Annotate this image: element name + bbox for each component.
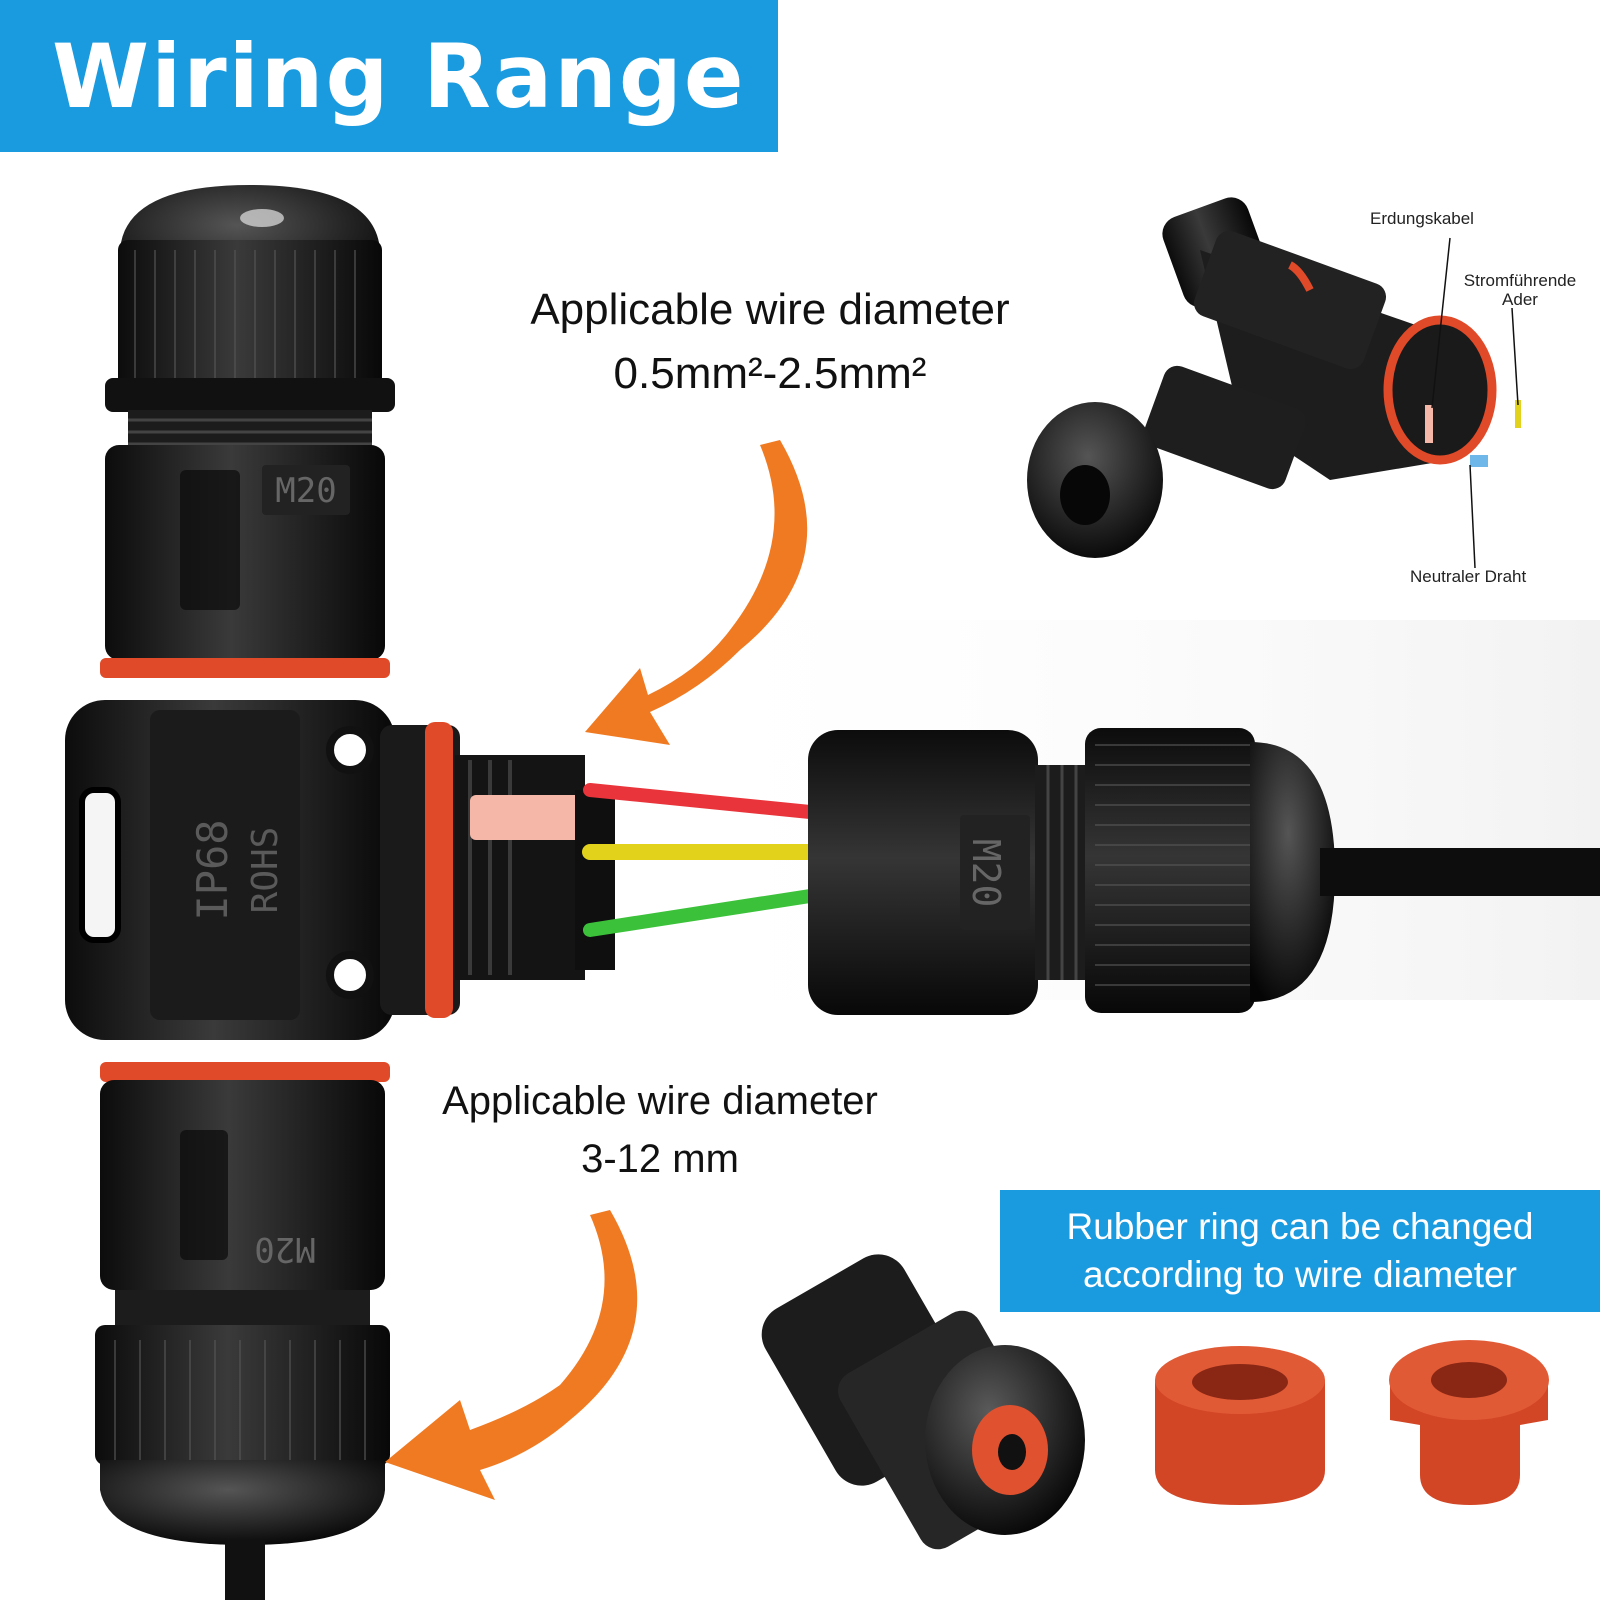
marking-rohs: ROHS — [245, 827, 286, 914]
rubber-ring-note: Rubber ring can be changed according to … — [1000, 1190, 1600, 1312]
wiring-diagram — [1027, 197, 1521, 569]
label-neutral: Neutraler Draht — [1410, 567, 1527, 586]
rubber-note-line2: according to wire diameter — [1083, 1254, 1517, 1295]
arrow-bottom — [385, 1210, 638, 1500]
label-live: Stromführende Ader — [1440, 271, 1600, 309]
caption-cable-diameter: Applicable wire diameter 3-12 mm — [400, 1072, 920, 1188]
t-connector-main: M20 IP68 ROHS M20 — [65, 185, 395, 1600]
caption-conductor-size: Applicable wire diameter 0.5mm²-2.5mm² — [470, 278, 1070, 406]
label-live-line2: Ader — [1502, 289, 1538, 309]
label-ground: Erdungskabel — [1370, 209, 1474, 228]
marking-m20-bottom: M20 — [254, 1229, 315, 1269]
caption-bottom-line2: 3-12 mm — [581, 1137, 739, 1181]
banner-title: Wiring Range — [52, 24, 746, 128]
arrow-top — [585, 440, 808, 745]
caption-top-line1: Applicable wire diameter — [530, 285, 1010, 334]
title-banner: Wiring Range — [0, 0, 778, 152]
caption-bottom-line1: Applicable wire diameter — [442, 1079, 878, 1123]
marking-m20-right: M20 — [964, 839, 1008, 908]
side-port — [380, 722, 615, 1018]
marking-m20-top: M20 — [275, 471, 336, 511]
marking-ip68: IP68 — [188, 819, 237, 920]
wires — [582, 783, 818, 937]
inline-connector: M20 — [808, 728, 1600, 1015]
rubber-note-line1: Rubber ring can be changed — [1066, 1205, 1534, 1247]
label-live-line1: Stromführende — [1463, 271, 1577, 290]
caption-top-line2: 0.5mm²-2.5mm² — [613, 348, 927, 398]
